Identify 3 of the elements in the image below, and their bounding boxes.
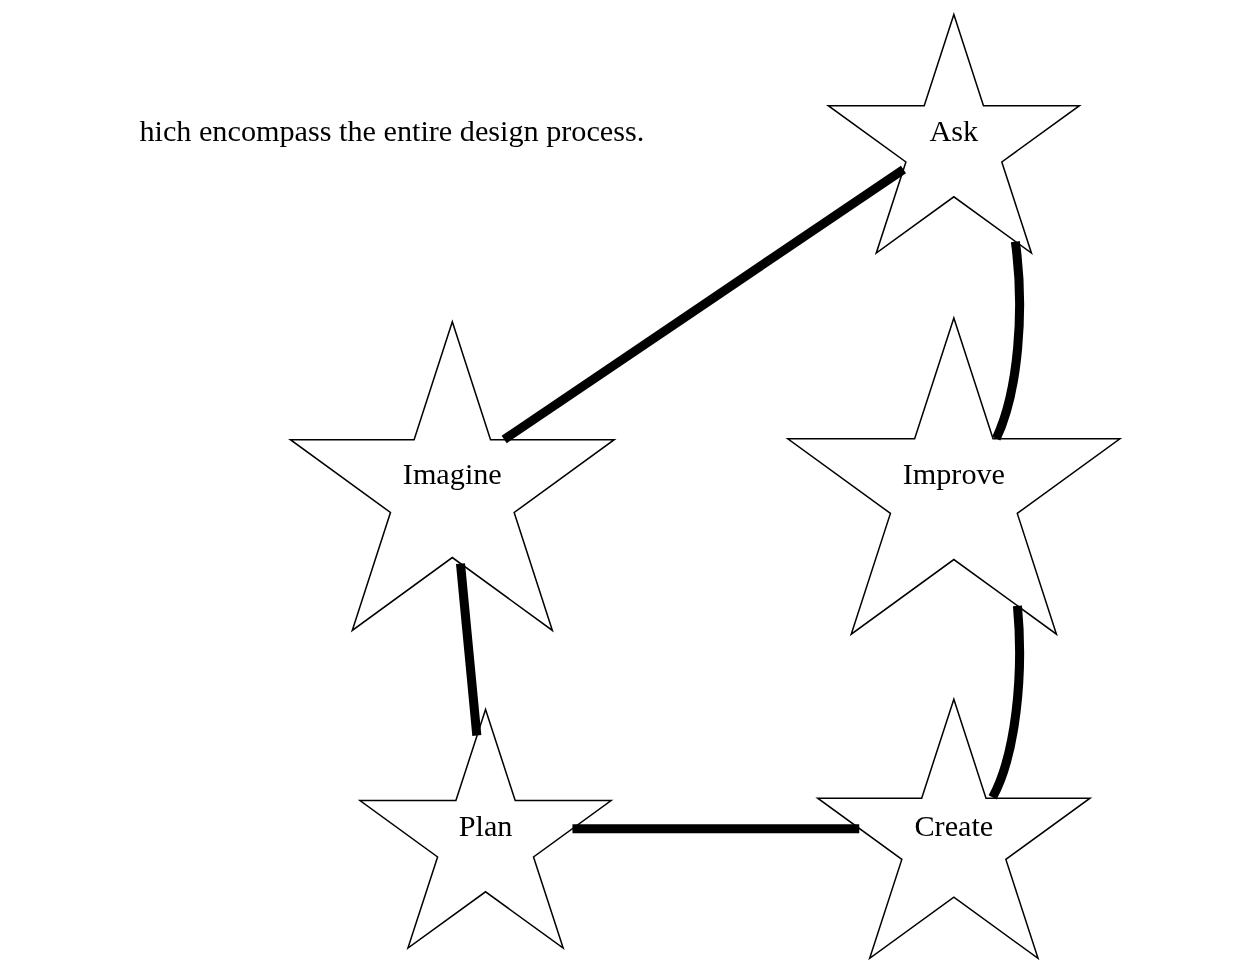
- connector: [501, 165, 906, 444]
- label: hich encompass the entire design process.: [138, 114, 644, 149]
- connector: [571, 824, 859, 834]
